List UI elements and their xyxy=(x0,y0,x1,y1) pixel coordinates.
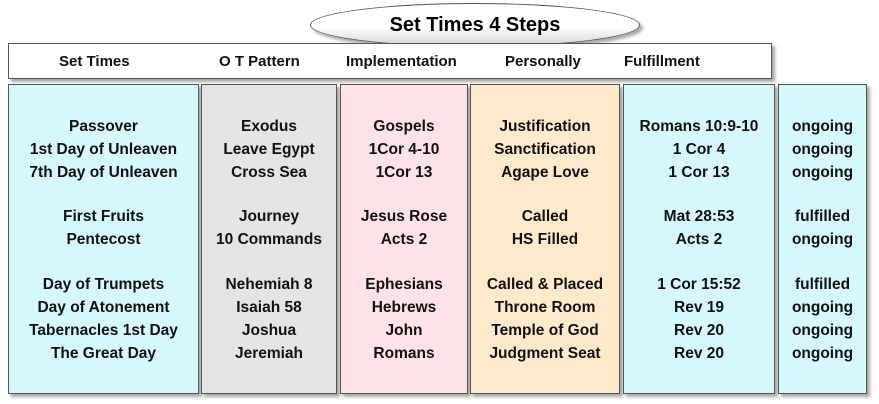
cell-ot-pattern: 10 Commands xyxy=(216,231,322,248)
cell-ot-pattern: Leave Egypt xyxy=(223,141,315,158)
cell-implementation: John xyxy=(385,322,423,339)
cell-set-times: Day of Atonement xyxy=(37,299,170,316)
cell-ot-pattern: Jeremiah xyxy=(234,345,304,362)
cell-set-times: First Fruits xyxy=(63,208,144,225)
cell-implementation: Gospels xyxy=(373,118,435,135)
cell-ot-pattern: Isaiah 58 xyxy=(236,299,302,316)
cell-implementation: Jesus Rose xyxy=(360,208,448,225)
cell-fulfillment: Romans 10:9-10 xyxy=(639,118,759,135)
cell-implementation: Hebrews xyxy=(371,299,437,316)
cell-status: ongoing xyxy=(791,141,854,158)
cell-status: ongoing xyxy=(791,345,854,362)
cell-status: ongoing xyxy=(791,118,854,135)
cell-fulfillment: 1 Cor 15:52 xyxy=(657,276,741,293)
column-status-group: ongoing ongoing ongoing xyxy=(779,115,866,184)
header-fulfillment: Fulfillment xyxy=(624,53,700,70)
column-implementation-group: Gospels 1Cor 4-10 1Cor 13 xyxy=(341,115,467,184)
cell-personally: Temple of God xyxy=(491,322,599,339)
column-set-times: Passover 1st Day of Unleaven 7th Day of Un… xyxy=(8,84,199,394)
cell-fulfillment: Acts 2 xyxy=(675,231,723,248)
column-status-group: fulfilled ongoing ongoing ongoing xyxy=(779,273,866,365)
cell-personally: Called xyxy=(521,208,569,225)
cell-status: ongoing xyxy=(791,164,854,181)
column-personally-group: Called HS Filled xyxy=(471,205,619,251)
cell-ot-pattern: Cross Sea xyxy=(231,164,307,181)
cell-personally: Called & Placed xyxy=(486,276,604,293)
cell-personally: Agape Love xyxy=(501,164,589,181)
cell-ot-pattern: Exodus xyxy=(241,118,297,135)
cell-set-times: Pentecost xyxy=(66,231,141,248)
cell-implementation: Romans xyxy=(373,345,435,362)
cell-ot-pattern: Joshua xyxy=(241,322,297,339)
column-status-group: fulfilled ongoing xyxy=(779,205,866,251)
cell-fulfillment: 1 Cor 13 xyxy=(668,164,730,181)
cell-personally: Throne Room xyxy=(494,299,596,316)
cell-personally: HS Filled xyxy=(511,231,579,248)
cell-set-times: Passover xyxy=(69,118,138,135)
cell-status: ongoing xyxy=(791,322,854,339)
cell-set-times: 1st Day of Unleaven xyxy=(29,141,178,158)
header-implementation: Implementation xyxy=(346,53,457,70)
column-ot-pattern-group: Journey 10 Commands xyxy=(202,205,336,251)
cell-ot-pattern: Journey xyxy=(238,208,300,225)
header-set-times: Set Times xyxy=(59,53,130,70)
cell-status: ongoing xyxy=(791,299,854,316)
cell-personally: Sanctification xyxy=(494,141,596,158)
cell-implementation: Acts 2 xyxy=(380,231,428,248)
cell-ot-pattern: Nehemiah 8 xyxy=(225,276,313,293)
cell-set-times: 7th Day of Unleaven xyxy=(29,164,178,181)
cell-status: fulfilled xyxy=(794,208,851,225)
diagram-title: Set Times 4 Steps xyxy=(310,3,640,47)
column-set-times-group: Passover 1st Day of Unleaven 7th Day of Un… xyxy=(9,115,198,184)
cell-status: ongoing xyxy=(791,231,854,248)
cell-fulfillment: Rev 19 xyxy=(674,299,724,316)
cell-personally: Justification xyxy=(499,118,591,135)
cell-fulfillment: Rev 20 xyxy=(674,322,724,339)
cell-implementation: 1Cor 13 xyxy=(375,164,433,181)
cell-set-times: Tabernacles 1st Day xyxy=(29,322,178,339)
cell-set-times: Day of Trumpets xyxy=(42,276,165,293)
cell-fulfillment: Rev 20 xyxy=(674,345,724,362)
cell-personally: Judgment Seat xyxy=(489,345,601,362)
header-personally: Personally xyxy=(505,53,581,70)
cell-fulfillment: 1 Cor 4 xyxy=(672,141,726,158)
cell-set-times: The Great Day xyxy=(50,345,157,362)
cell-implementation: 1Cor 4-10 xyxy=(368,141,440,158)
cell-implementation: Ephesians xyxy=(365,276,443,293)
column-fulfillment-group: Romans 10:9-10 1 Cor 4 1 Cor 13 xyxy=(624,115,774,184)
header-ot-pattern: O T Pattern xyxy=(219,53,300,70)
cell-status: fulfilled xyxy=(794,276,851,293)
header-bar: Set Times O T Pattern Implementation Per… xyxy=(8,43,772,79)
cell-fulfillment: Mat 28:53 xyxy=(663,208,735,225)
